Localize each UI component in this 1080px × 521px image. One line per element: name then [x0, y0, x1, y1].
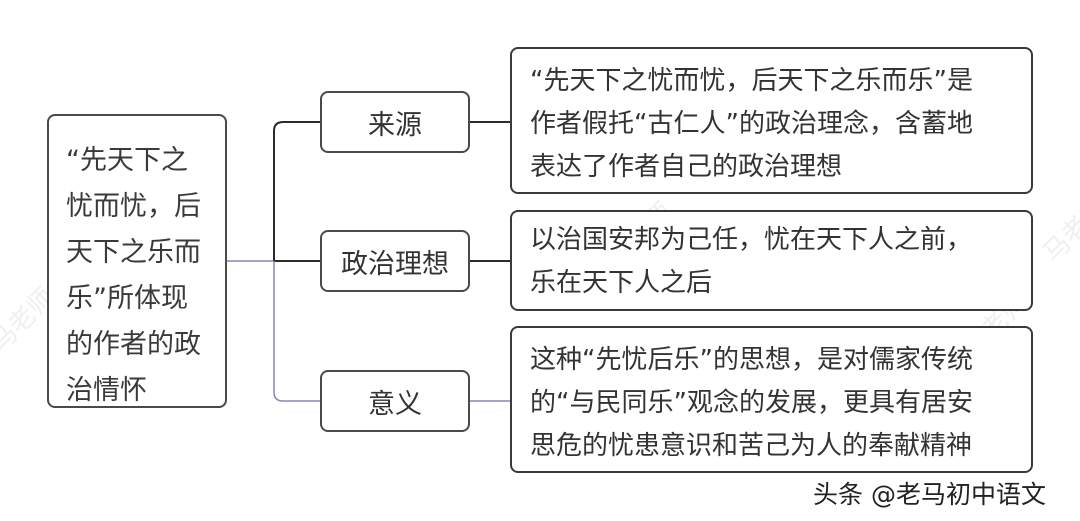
- connector-root-meaning: [273, 261, 320, 402]
- detail-node-political-ideal: 以治国安邦为己任，忧在天下人之前， 乐在天下人之后: [510, 210, 1033, 311]
- detail-node-source: “先天下之忧而忧，后天下之乐而乐”是 作者假托“古仁人”的政治理念，含蓄地 表达…: [510, 47, 1033, 194]
- root-line: “先天下之: [66, 145, 188, 176]
- source-credit: 头条 @老马初中语文: [813, 480, 1046, 509]
- root-line: 治情怀: [66, 375, 147, 406]
- detail-line: 的“与民同乐”观念的发展，更具有居安: [530, 388, 973, 418]
- branch-label: 意义: [368, 388, 422, 420]
- detail-line: 表达了作者自己的政治理想: [530, 152, 843, 182]
- root-line: 乐”所体现: [66, 283, 188, 314]
- branch-node-meaning: 意义: [320, 370, 470, 432]
- detail-line: 这种“先忧后乐”的思想，是对儒家传统: [530, 345, 973, 375]
- detail-line: 乐在天下人之后: [530, 268, 713, 298]
- branch-label: 政治理想: [341, 248, 449, 280]
- branch-node-political-ideal: 政治理想: [320, 230, 470, 292]
- detail-line: “先天下之忧而忧，后天下之乐而乐”是: [530, 66, 973, 96]
- detail-line: 以治国安邦为己任，忧在天下人之前，: [530, 225, 973, 255]
- detail-line: 思危的忧患意识和苦己为人的奉献精神: [530, 431, 973, 461]
- connector-root-source: [273, 121, 320, 261]
- branch-node-source: 来源: [320, 91, 470, 153]
- detail-node-meaning: 这种“先忧后乐”的思想，是对儒家传统 的“与民同乐”观念的发展，更具有居安 思危…: [510, 326, 1033, 473]
- root-node: “先天下之 忧而忧，后 天下之乐而 乐”所体现 的作者的政 治情怀: [47, 114, 227, 408]
- detail-line: 作者假托“古仁人”的政治理念，含蓄地: [530, 109, 973, 139]
- root-line: 忧而忧，后: [66, 191, 201, 222]
- branch-label: 来源: [368, 109, 422, 141]
- root-line: 的作者的政: [66, 329, 201, 360]
- root-line: 天下之乐而: [66, 237, 201, 268]
